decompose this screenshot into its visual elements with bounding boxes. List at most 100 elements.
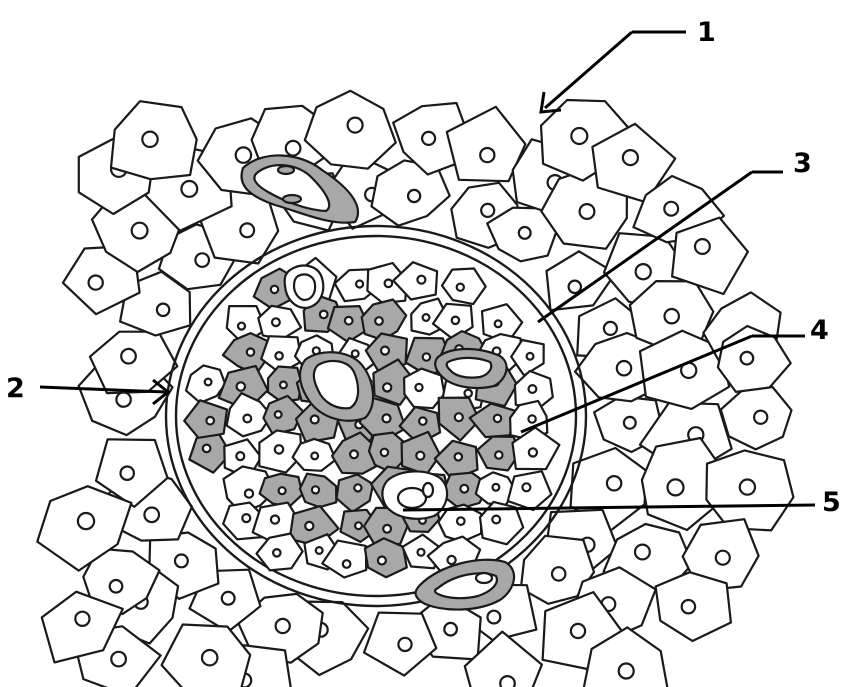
nucleus [121,467,134,480]
callout-1: 1 [541,17,716,112]
nucleus [181,181,197,197]
beta-cell-membrane [263,396,303,435]
nucleus [352,350,359,357]
nucleus [202,650,217,665]
nucleus [142,132,157,147]
nucleus [423,353,430,360]
nucleus [635,545,650,560]
beta-cell [477,437,518,471]
nucleus [624,417,636,429]
nucleus [682,600,695,613]
nucleus [272,318,280,326]
nucleus [529,385,537,393]
beta-cell-membrane [337,475,374,513]
vessel-nucleus [476,573,492,583]
nucleus [222,592,235,605]
nucleus [275,352,282,359]
nucleus [121,349,136,364]
nucleus [343,560,351,568]
vessel-nucleus [423,483,433,497]
nucleus [552,567,565,580]
nucleus [111,652,126,667]
nucleus [754,411,767,424]
beta-cell [337,475,374,513]
nucleus [455,413,463,421]
nucleus [580,204,595,219]
callout-1-arrow-shaft [545,32,632,108]
nucleus [416,452,424,460]
nucleus [305,522,313,530]
nucleus [457,284,464,291]
nucleus [348,118,363,133]
nucleus [243,415,251,423]
nucleus [75,612,89,626]
acinar-cell [364,613,436,676]
nucleus [236,452,244,460]
nucleus [383,525,391,533]
nucleus [381,449,388,456]
nucleus [571,624,585,638]
nucleus [492,516,500,524]
nucleus [276,619,290,633]
nucleus [619,664,634,679]
nucleus [527,353,534,360]
callout-2-label: 2 [6,373,25,404]
nucleus [422,132,435,145]
nucleus [203,445,211,453]
nucleus [623,150,638,165]
callout-4-label: 4 [810,315,829,346]
nucleus [494,415,501,422]
nucleus [455,453,462,460]
nucleus [569,281,581,293]
alpha-cell [258,306,301,339]
alpha-cell [508,471,552,510]
beta-cell [263,396,303,435]
beta-cell [260,474,303,507]
nucleus [415,384,422,391]
nucleus [354,484,361,491]
nucleus [417,276,425,284]
nucleus [89,276,103,290]
nucleus [242,514,250,522]
nucleus [419,417,426,424]
nucleus [236,147,251,162]
vessel-nucleus [278,166,294,174]
nucleus [695,239,710,254]
capillary-lumen [398,488,426,508]
acinar-cell-membrane [547,251,616,310]
nucleus [271,286,278,293]
nucleus [457,517,465,525]
beta-cell [402,432,441,475]
nucleus [418,549,425,556]
nucleus [408,190,420,202]
nucleus [345,317,353,325]
nucleus [740,480,755,495]
nucleus [320,311,328,319]
nucleus [522,483,530,491]
nucleus [275,411,282,418]
callout-5-label: 5 [822,487,841,518]
nucleus [741,352,754,365]
vessel-nucleus [283,195,301,203]
nucleus [495,320,502,327]
nucleus [460,485,468,493]
islet-cells [184,258,559,580]
nucleus [617,361,631,375]
acinar-cell [656,572,731,641]
nucleus [350,450,358,458]
acinar-cell [162,625,251,687]
nucleus [311,416,319,424]
callout-3-label: 3 [793,148,812,179]
nucleus [528,415,535,422]
nucleus [636,264,651,279]
nucleus [495,451,502,458]
acinar-cell [111,101,197,179]
capillary-lumen [294,274,315,300]
nucleus [665,309,679,323]
nucleus [355,522,362,529]
nucleus [493,484,500,491]
nucleus [157,304,169,316]
nucleus [316,547,323,554]
nucleus [444,623,457,636]
nucleus [312,486,319,493]
